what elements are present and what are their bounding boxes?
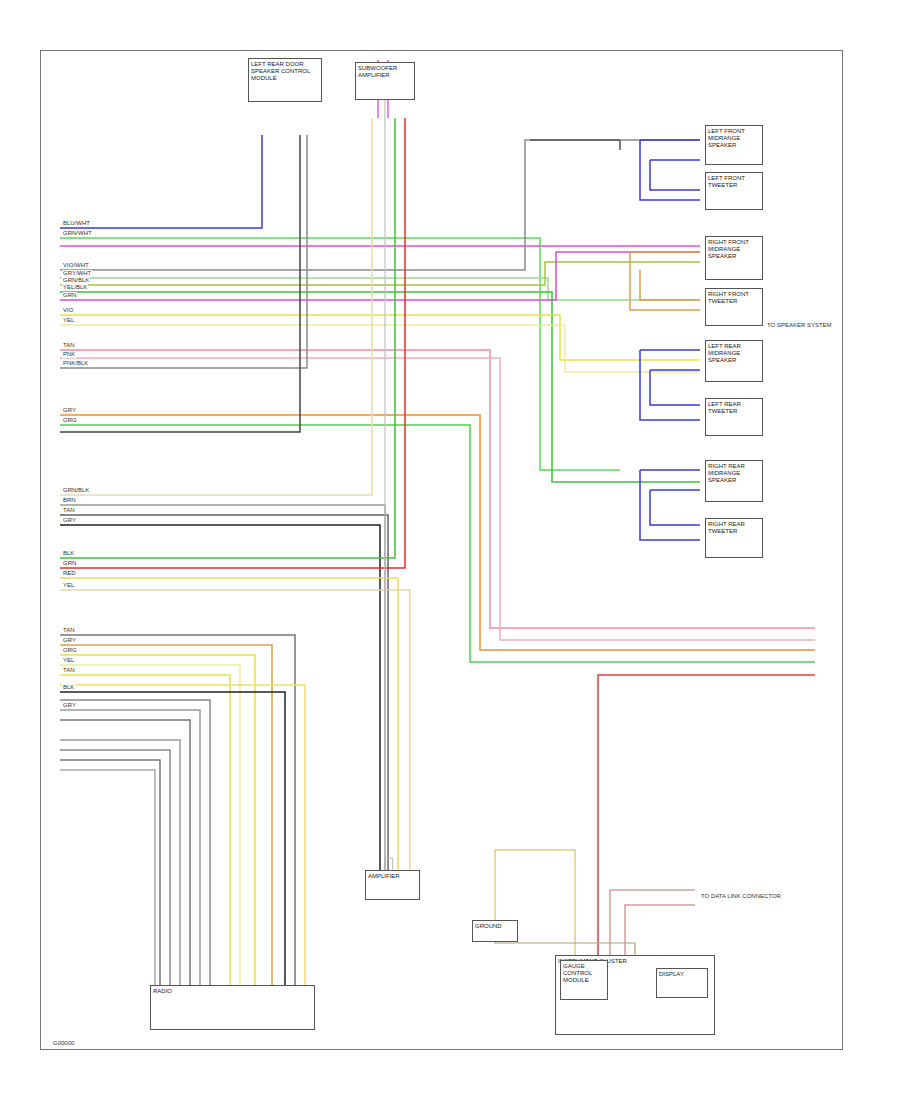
component-label: RIGHT FRONT TWEETER — [708, 291, 760, 305]
wire-color-code: GRN — [62, 560, 77, 567]
component-label: GROUND — [475, 923, 515, 930]
wire-color-code: YEL/BLK — [62, 284, 88, 291]
speaker-box: RIGHT FRONT TWEETER — [705, 288, 763, 326]
wire-color-code: YEL — [62, 582, 75, 589]
wire-color-code: YEL — [62, 657, 75, 664]
component-label: RIGHT FRONT MIDRANGE SPEAKER — [708, 239, 760, 260]
component-label: SUBWOOFER AMPLIFIER — [358, 65, 412, 79]
wire-color-code: YEL — [62, 317, 75, 324]
wire-color-code: BRN — [62, 497, 77, 504]
wire-color-code: TAN — [62, 627, 76, 634]
wire-color-code: BLU/WHT — [62, 220, 91, 227]
component-label: GAUGE CONTROL MODULE — [563, 963, 605, 984]
component-label: LEFT FRONT MIDRANGE SPEAKER — [708, 128, 760, 149]
wire-color-code: GRN — [62, 292, 77, 299]
ground-symbol: GROUND — [472, 920, 518, 942]
wire-color-code: ORG — [62, 417, 78, 424]
module-box: GAUGE CONTROL MODULE — [560, 960, 608, 1000]
speaker-box: RIGHT REAR MIDRANGE SPEAKER — [705, 460, 763, 502]
component-label: LEFT REAR DOOR SPEAKER CONTROL MODULE — [251, 61, 319, 82]
wire-connector — [385, 100, 393, 870]
wire-color-code: TAN — [62, 342, 76, 349]
wire-color-code: VIO/WHT — [62, 262, 90, 269]
component-label: RIGHT REAR TWEETER — [708, 521, 760, 535]
wire-color-code: BLK — [62, 684, 75, 691]
component-box: AMPLIFIER — [365, 870, 420, 900]
wire-color-code: PNK — [62, 351, 76, 358]
note-label: TO SPEAKER SYSTEM — [766, 322, 833, 329]
wire-color-code: VIO — [62, 307, 74, 314]
module-box: DISPLAY — [656, 968, 708, 998]
wire-color-code: BLK — [62, 550, 75, 557]
cluster-box: INSTRUMENT CLUSTERGAUGE CONTROL MODULEDI… — [555, 955, 715, 1035]
speaker-box: LEFT FRONT MIDRANGE SPEAKER — [705, 125, 763, 165]
note-label: TO DATA LINK CONNECTOR — [700, 893, 782, 900]
radio-box: RADIO — [150, 985, 315, 1030]
speaker-box: RIGHT REAR TWEETER — [705, 518, 763, 558]
wire-color-code: RED — [62, 570, 77, 577]
wire-color-code: GRY — [62, 637, 77, 644]
connector-box: LEFT REAR DOOR SPEAKER CONTROL MODULE — [248, 58, 322, 102]
speaker-box: LEFT REAR TWEETER — [705, 398, 763, 436]
wire-color-code: TAN — [62, 667, 76, 674]
wire-color-code: GRN/BLK — [62, 487, 90, 494]
wire-color-code: GRN/WHT — [62, 230, 93, 237]
speaker-box: RIGHT FRONT MIDRANGE SPEAKER — [705, 236, 763, 280]
component-label: AMPLIFIER — [368, 873, 417, 880]
wire-color-code: GRY — [62, 407, 77, 414]
wire-color-code: GRN/BLK — [62, 277, 90, 284]
wire-color-code: ORG — [62, 647, 78, 654]
wire-color-code: TAN — [62, 507, 76, 514]
component-box: SUBWOOFER AMPLIFIER — [355, 62, 415, 100]
component-label: LEFT FRONT TWEETER — [708, 175, 760, 189]
wire-color-code: GRY — [62, 517, 77, 524]
wire-color-code: GRY/WHT — [62, 270, 92, 277]
speaker-box: LEFT FRONT TWEETER — [705, 172, 763, 210]
component-label: LEFT REAR MIDRANGE SPEAKER — [708, 343, 760, 364]
note-label: G00000 — [52, 1040, 75, 1047]
component-label: DISPLAY — [659, 971, 705, 978]
wire-color-code: PNK/BLK — [62, 360, 89, 367]
component-label: RADIO — [153, 988, 312, 995]
component-label: LEFT REAR TWEETER — [708, 401, 760, 415]
component-label: RIGHT REAR MIDRANGE SPEAKER — [708, 463, 760, 484]
speaker-box: LEFT REAR MIDRANGE SPEAKER — [705, 340, 763, 382]
wire-color-code: GRY — [62, 702, 77, 709]
wire-connector — [495, 942, 635, 955]
